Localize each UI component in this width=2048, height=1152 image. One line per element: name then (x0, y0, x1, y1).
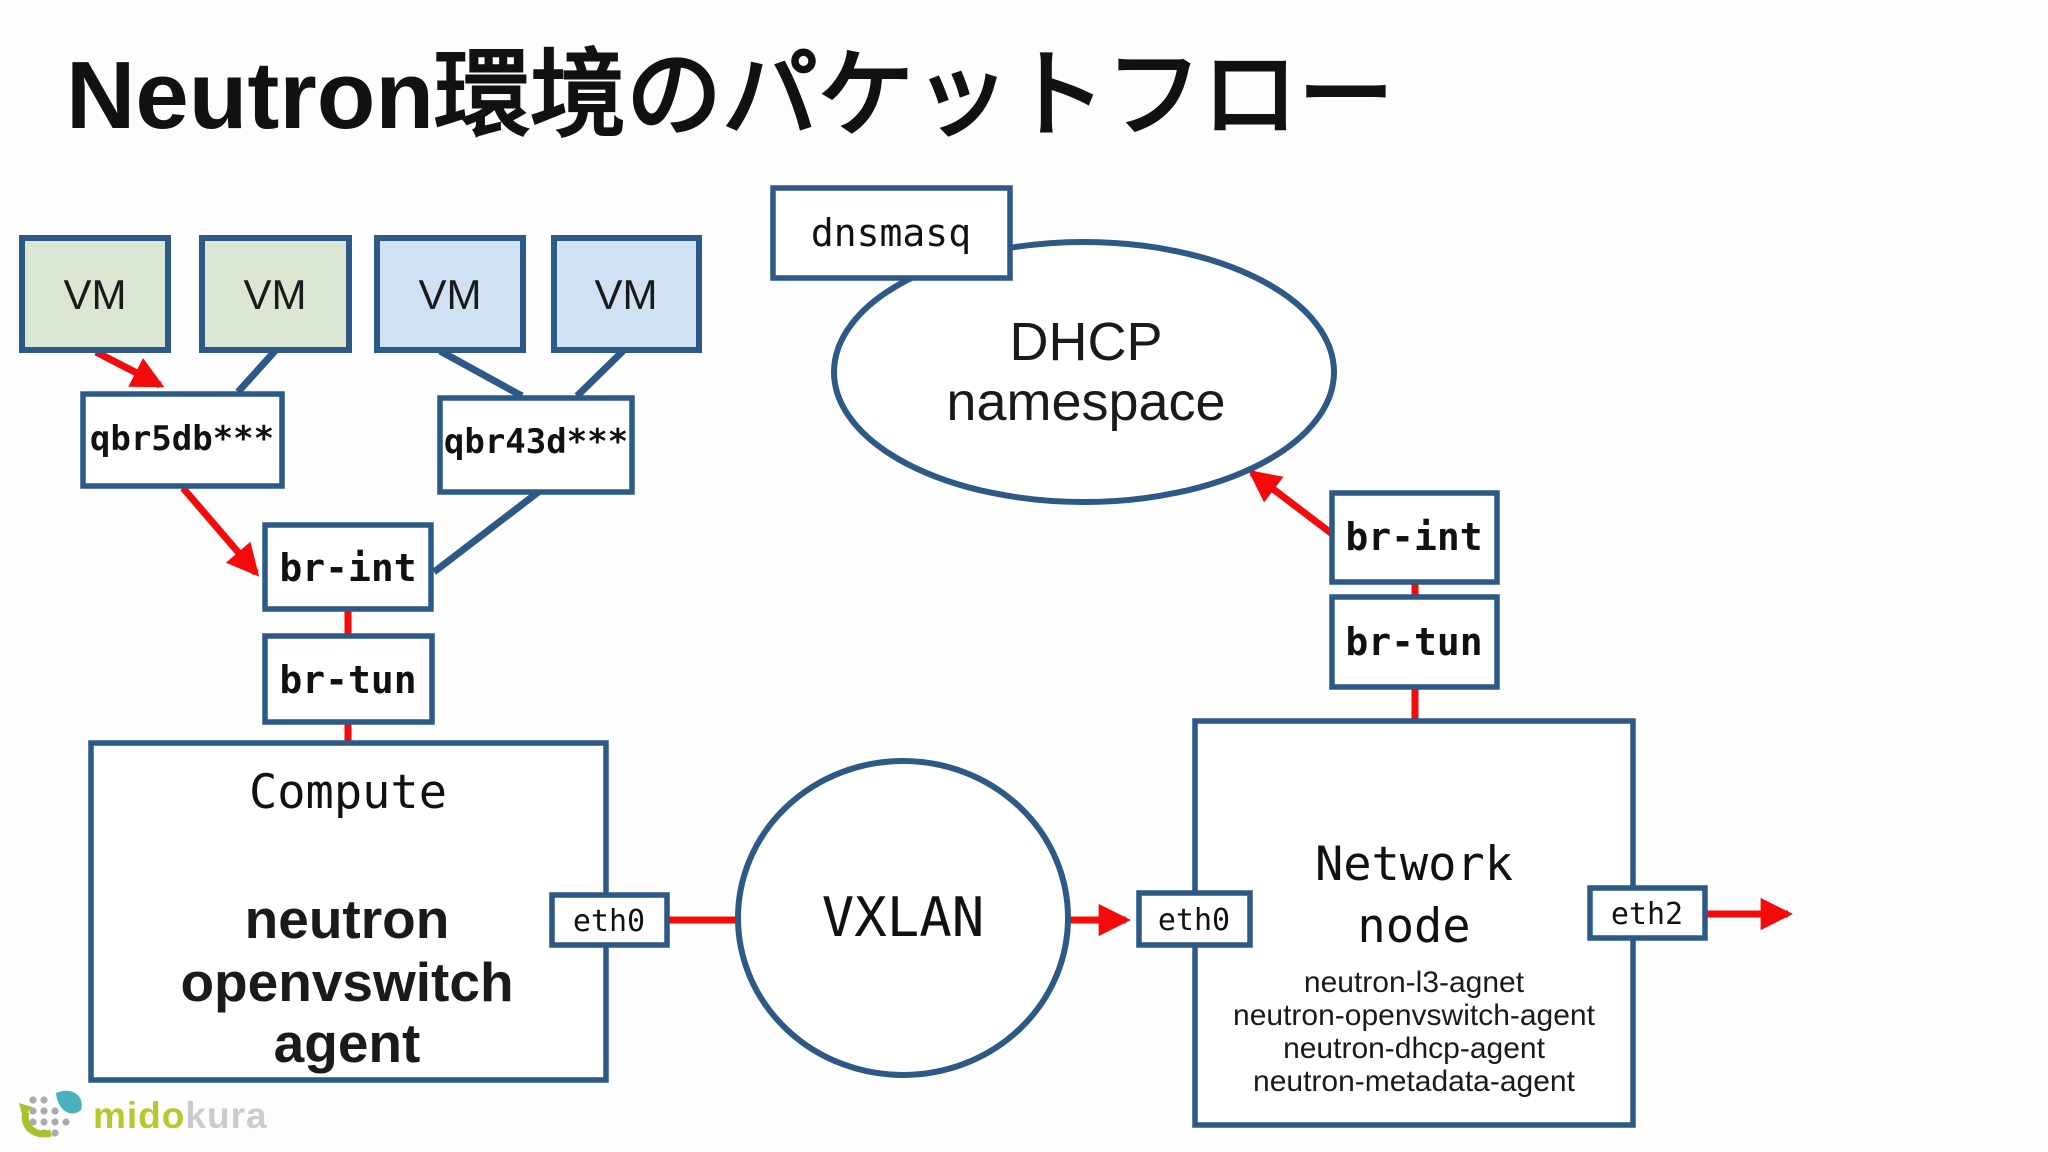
dnsmasq-label: dnsmasq (811, 211, 971, 255)
eth0-left-box (549, 892, 670, 948)
compute-line-neutron: neutron (245, 888, 450, 950)
link-vm2-qbr-left (235, 348, 278, 395)
qbr-right-node: qbr43d*** (437, 395, 635, 495)
network-agent-l3: neutron-l3-agnet (1304, 966, 1525, 999)
eth2-node: eth2 (1587, 885, 1708, 941)
compute-title: Compute (249, 765, 447, 820)
vm1-box (19, 235, 171, 353)
qbr-left-node: qbr5db*** (80, 391, 285, 489)
midokura-wordmark: midokura (93, 1095, 268, 1136)
br-int-right-node: br-int (1329, 490, 1500, 585)
qbr-left-box (80, 391, 285, 489)
link-vm4-qbr-right (574, 348, 626, 399)
eth0-right-node: eth0 (1136, 890, 1253, 948)
vm4-label: VM (595, 271, 658, 318)
vm-node-1: VM (19, 235, 171, 353)
br-int-right-label: br-int (1345, 515, 1482, 559)
br-tun-right-label: br-tun (1345, 620, 1482, 664)
network-node-box (1192, 718, 1636, 1128)
vm2-label: VM (244, 271, 307, 318)
br-tun-left-node: br-tun (262, 633, 435, 725)
link-qbr-right-br-int (431, 487, 544, 575)
vm-node-4: VM (551, 235, 702, 353)
arrow-qbr-to-br-int (180, 485, 260, 577)
vxlan-node: VXLAN (735, 758, 1071, 1078)
network-node-title-line2: node (1357, 899, 1470, 954)
eth0-left-node: eth0 (549, 892, 670, 948)
vm-node-2: VM (199, 235, 352, 353)
qbr-right-box (437, 395, 635, 495)
vm-node-3: VM (374, 235, 526, 353)
dhcp-namespace-node: DHCP namespace (831, 239, 1337, 505)
eth0-right-box (1136, 890, 1253, 948)
br-int-left-node: br-int (262, 522, 434, 612)
network-agent-openvswitch: neutron-openvswitch-agent (1233, 999, 1596, 1032)
eth2-label: eth2 (1611, 897, 1683, 932)
network-node: Network node neutron-l3-agnet neutron-op… (1192, 718, 1636, 1128)
br-tun-right-box (1329, 594, 1500, 690)
eth0-left-label: eth0 (573, 904, 645, 939)
network-agent-metadata: neutron-metadata-agent (1253, 1065, 1576, 1098)
vm1-label: VM (64, 271, 127, 318)
vxlan-label: VXLAN (822, 886, 985, 949)
br-int-left-box (262, 522, 434, 612)
logo-text-kura: kura (185, 1095, 267, 1136)
midokura-logo: midokura (19, 1090, 268, 1138)
vm2-box (199, 235, 352, 353)
arrow-vm1-to-qbr (94, 348, 165, 389)
vm3-box (374, 235, 526, 353)
dhcp-ellipse (831, 239, 1337, 505)
compute-line-openvswitch: openvswitch (180, 951, 513, 1013)
vm3-label: VM (419, 271, 482, 318)
vxlan-ellipse (735, 758, 1071, 1078)
midokura-icon (19, 1090, 82, 1138)
qbr-right-label: qbr43d*** (444, 422, 628, 462)
br-tun-right-node: br-tun (1329, 594, 1500, 690)
dhcp-label-line2: namespace (946, 372, 1225, 432)
network-agent-dhcp: neutron-dhcp-agent (1283, 1032, 1546, 1065)
eth0-right-label: eth0 (1158, 903, 1230, 938)
compute-node: Compute neutron openvswitch agent (88, 740, 609, 1083)
br-int-right-box (1329, 490, 1500, 585)
eth2-box (1587, 885, 1708, 941)
br-tun-left-box (262, 633, 435, 725)
br-int-left-label: br-int (279, 546, 416, 590)
br-tun-left-label: br-tun (279, 658, 416, 702)
compute-box (88, 740, 609, 1083)
dnsmasq-node: dnsmasq (770, 185, 1013, 281)
compute-line-agent: agent (274, 1012, 421, 1074)
link-vm3-qbr-right (438, 347, 524, 400)
page-title: Neutron環境のパケットフロー (66, 42, 1394, 149)
dhcp-label-line1: DHCP (1009, 312, 1162, 372)
vm4-box (551, 235, 702, 353)
qbr-left-label: qbr5db*** (90, 419, 274, 459)
dnsmasq-box (770, 185, 1013, 281)
network-node-title-line1: Network (1315, 837, 1513, 892)
logo-text-mido: mido (93, 1095, 185, 1136)
